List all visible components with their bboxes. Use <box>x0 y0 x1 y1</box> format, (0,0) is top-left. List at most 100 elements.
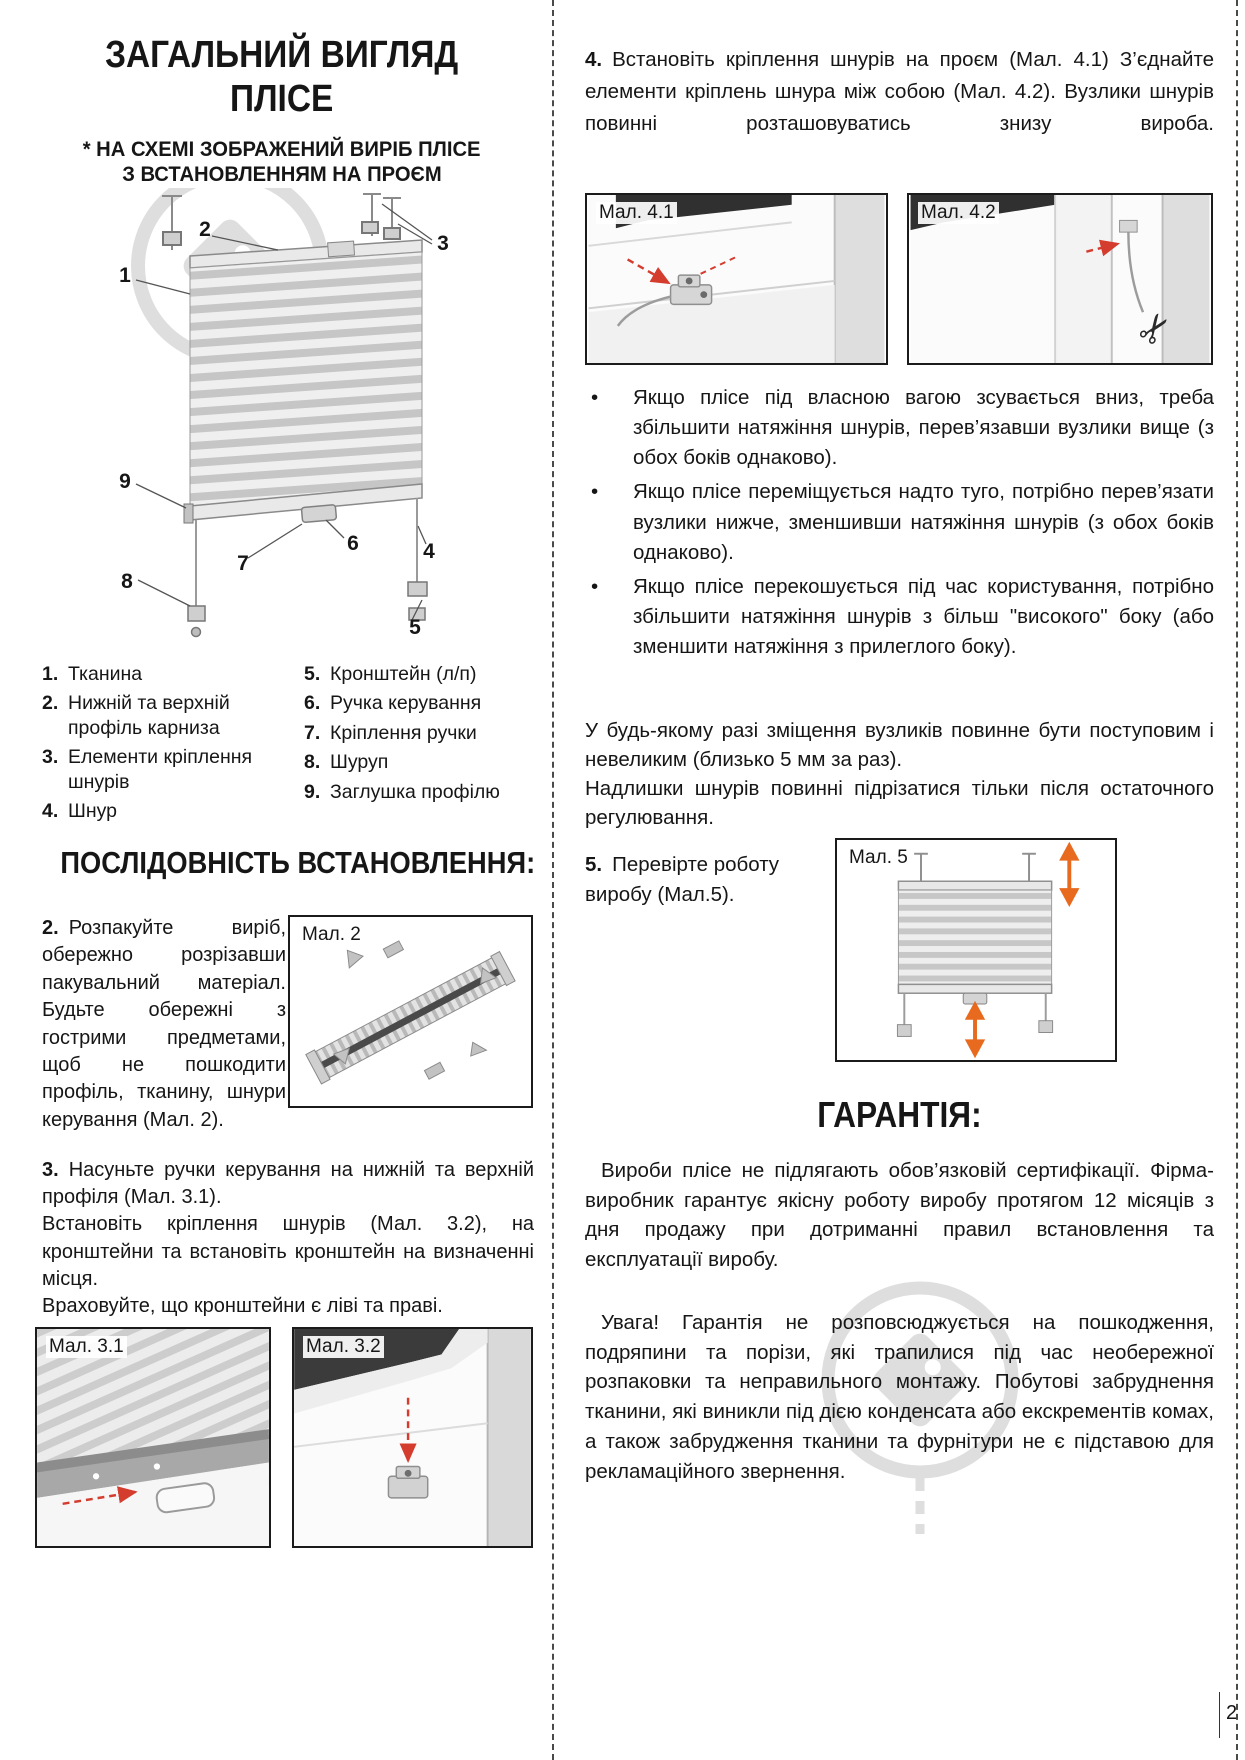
title-line-2: ПЛІСЕ <box>230 77 334 120</box>
step-4-number: 4. <box>585 48 603 71</box>
callout-6: 6 <box>347 532 359 555</box>
figure-3-1: Мал. 3.1 <box>35 1327 271 1548</box>
legend-text: Нижній та верхній профіль карниза <box>68 692 230 739</box>
legend-num: 2. <box>42 692 59 715</box>
step-3-text-1: Насуньте ручки керування на нижній та ве… <box>42 1159 534 1209</box>
bullet-text-1: Якщо плісе під власною вагою зсувається … <box>633 386 1214 470</box>
figure-3-2: Мал. 3.2 <box>292 1327 533 1548</box>
knots-note-2: Надлишки шнурів повинні підрізатися тіль… <box>585 777 1214 830</box>
corner-mark <box>1219 1692 1220 1738</box>
legend-col-2: 5.Кронштейн (л/п) 6. Ручка керування 7. Кр… <box>304 662 536 828</box>
legend: 1. Тканина 2. Нижній та верхній профіль ка… <box>42 662 536 828</box>
callout-8: 8 <box>121 570 133 593</box>
unpack-arrows <box>332 940 498 1080</box>
legend-item: 6. Ручка керування <box>304 691 536 715</box>
blind-diagram-illustration <box>131 167 433 638</box>
legend-num: 7. <box>304 721 321 744</box>
figure-5: Мал. 5 <box>835 838 1117 1062</box>
red-arrow <box>62 1486 138 1505</box>
step-3-line-1: 3.Насуньте ручки керування на нижній та … <box>42 1157 534 1211</box>
step-2-number: 2. <box>42 917 59 939</box>
step-2-paragraph: 2.Розпакуйте виріб, обережно розрізавши … <box>42 915 286 1134</box>
handle-piece <box>155 1482 216 1514</box>
legend-text: Шуруп <box>330 751 389 774</box>
legend-text: Заглушка профілю <box>330 780 500 803</box>
center-fold-line <box>552 0 554 1760</box>
callout-5: 5 <box>409 616 421 639</box>
red-arrow-2 <box>697 256 736 276</box>
legend-text: Кріплення ручки <box>330 721 477 744</box>
control-handle <box>300 504 338 524</box>
legend-num: 1. <box>42 663 59 685</box>
figure-3-2-caption: Мал. 3.2 <box>303 1336 384 1358</box>
figure-4-2-caption: Мал. 4.2 <box>918 202 999 224</box>
step-3-line-3: Враховуйте, що кронштейни є ліві та прав… <box>42 1293 534 1320</box>
blind-overview-diagram: 1 2 3 4 5 6 7 8 9 <box>40 167 540 656</box>
figure-4-1: Мал. 4.1 <box>585 193 888 365</box>
legend-num: 4. <box>42 799 59 822</box>
legend-num: 3. <box>42 746 59 769</box>
cords <box>195 498 418 606</box>
subtitle-line-1: * НА СХЕМІ ЗОБРАЖЕНИЙ ВИРІБ ПЛІСЕ <box>83 137 481 162</box>
bullet-item-3: • Якщо плісе перекошується під час корис… <box>585 572 1214 662</box>
knots-note-1: У будь-якому разі зміщення вузликів пови… <box>585 719 1214 772</box>
bottom-hardware <box>187 581 428 638</box>
page-number: 2 <box>1226 1702 1238 1724</box>
legend-text: Тканина <box>68 663 143 685</box>
step-3-line-2: Встановіть кріплення шнурів (Мал. 3.2), … <box>42 1211 534 1293</box>
figure-2-caption: Мал. 2 <box>299 924 364 946</box>
legend-col-1: 1. Тканина 2. Нижній та верхній профіль ка… <box>42 662 304 828</box>
cord-bracket <box>1119 219 1138 233</box>
figure-3-1-caption: Мал. 3.1 <box>46 1336 127 1358</box>
legend-item: 9. Заглушка профілю <box>304 780 536 804</box>
adjustment-bullets: • Якщо плісе під власною вагою зсуваєтьс… <box>585 383 1214 666</box>
bullet-item-1: • Якщо плісе під власною вагою зсуваєтьс… <box>585 383 1214 473</box>
callout-1: 1 <box>119 264 131 287</box>
step-2-text: Розпакуйте виріб, обережно розрізавши па… <box>42 917 286 1131</box>
legend-item: 5.Кронштейн (л/п) <box>304 662 536 686</box>
legend-item: 1. Тканина <box>42 662 304 686</box>
bullet-marker: • <box>591 574 599 598</box>
warranty-paragraph-1: Вироби плісе не підлягають обов’язковій … <box>585 1159 1214 1272</box>
legend-num: 6. <box>304 692 321 715</box>
legend-item: 2. Нижній та верхній профіль карниза <box>42 691 304 740</box>
legend-text: Ручка керування <box>330 692 482 715</box>
legend-text: Шнур <box>68 799 118 822</box>
up-down-arrows <box>964 841 1080 1059</box>
rolled-blind-illustration <box>305 940 516 1085</box>
general-view-title-block: ЗАГАЛЬНИЙ ВИГЛЯД ПЛІСЕ * НА СХЕМІ ЗОБРАЖ… <box>28 34 536 187</box>
hanging-cord <box>1127 232 1145 313</box>
cord <box>616 295 671 327</box>
figure-4-1-caption: Мал. 4.1 <box>596 202 677 224</box>
callout-4: 4 <box>423 540 435 563</box>
figure-5-caption: Мал. 5 <box>846 847 911 869</box>
callout-7: 7 <box>237 552 249 575</box>
step-3-number: 3. <box>42 1159 59 1181</box>
bracket-install-illustration <box>294 1329 531 1546</box>
red-arrow <box>1086 239 1120 257</box>
pleated-fabric <box>189 251 423 507</box>
legend-item: 8. Шуруп <box>304 750 536 774</box>
step-5-text: Перевірте роботу виробу (Мал.5). <box>585 853 780 906</box>
legend-text: Елементи кріплення шнурів <box>68 746 253 793</box>
warranty-heading: ГАРАНТІЯ: <box>817 1094 982 1135</box>
legend-item: 3. Елементи кріплення шнурів <box>42 745 304 794</box>
installation-sequence-heading: ПОСЛІДОВНІСТЬ ВСТАНОВЛЕННЯ: <box>60 845 536 880</box>
step-3-text-2: Встановіть кріплення шнурів (Мал. 3.2), … <box>42 1213 534 1290</box>
legend-item: 4. Шнур <box>42 799 304 823</box>
red-arrow <box>626 258 671 285</box>
step-3-text-3: Враховуйте, що кронштейни є ліві та прав… <box>42 1294 443 1317</box>
legend-num: 8. <box>304 751 321 774</box>
step-5-paragraph: 5.Перевірте роботу виробу (Мал.5). <box>585 850 835 909</box>
brand-watermark-icon <box>821 1281 1019 1534</box>
top-brackets <box>162 193 401 250</box>
legend-num: 9. <box>304 780 321 803</box>
bullet-item-2: • Якщо плісе переміщується надто туго, п… <box>585 477 1214 567</box>
bullet-text-3: Якщо плісе перекошується під час користу… <box>633 574 1214 658</box>
warranty-paragraph-2: Увага! Гарантія не розповсюджується на п… <box>585 1311 1214 1483</box>
step-3-paragraph: 3.Насуньте ручки керування на нижній та … <box>42 1157 534 1320</box>
title-line-1: ЗАГАЛЬНИЙ ВИГЛЯД <box>105 34 459 76</box>
cord-clip <box>327 240 356 258</box>
step-5-number: 5. <box>585 853 603 876</box>
